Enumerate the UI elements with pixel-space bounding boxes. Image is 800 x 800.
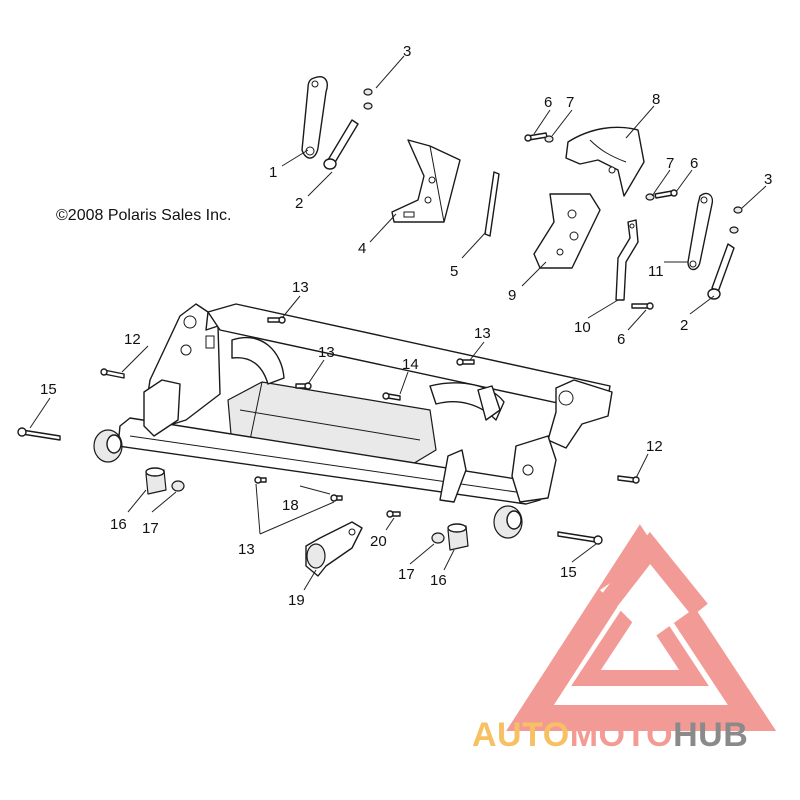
part-2-bolt-right — [707, 243, 735, 300]
callout-17-left: 17 — [142, 520, 159, 537]
watermark-text: AUTOMOTOHUB — [472, 716, 748, 755]
part-2-bolt-left — [323, 119, 359, 170]
watermark-moto: MOTO — [569, 716, 674, 754]
callout-9: 9 — [508, 287, 516, 304]
callout-10: 10 — [574, 319, 591, 336]
callout-15-left: 15 — [40, 381, 57, 398]
part-8-cover — [565, 126, 645, 197]
callout-6-right: 6 — [690, 155, 698, 172]
callout-7-top: 7 — [566, 94, 574, 111]
part-6-bolt-right — [654, 189, 678, 199]
part-11-arm — [687, 192, 714, 271]
callout-labels: 1 2 3 4 5 6 7 8 7 6 3 11 9 10 6 2 13 12 … — [40, 43, 772, 609]
bushing-16-left — [145, 467, 167, 495]
bolt-15-left — [17, 427, 61, 441]
callout-16-right: 16 — [430, 572, 447, 589]
part-6-bolt-upper — [524, 132, 548, 142]
copyright-notice: ©2008 Polaris Sales Inc. — [56, 207, 232, 224]
part-6-bolt-lower — [631, 302, 654, 310]
bolt-14 — [382, 392, 401, 401]
watermark-logo — [506, 524, 777, 731]
part-9-bracket — [533, 193, 601, 269]
leader-lines — [29, 55, 767, 591]
callout-18: 18 — [282, 497, 299, 514]
callout-2: 2 — [295, 195, 303, 212]
callout-13-b: 13 — [318, 344, 335, 361]
part-3-washers-right — [729, 206, 743, 234]
part-19-bracket — [305, 521, 363, 577]
part-5-strap — [484, 171, 500, 237]
callout-5: 5 — [450, 263, 458, 280]
main-frame — [93, 303, 613, 539]
bushing-16-right — [447, 523, 469, 551]
callout-8: 8 — [652, 91, 660, 108]
part-4-bracket — [391, 139, 461, 223]
callout-7-right: 7 — [666, 155, 674, 172]
callout-4: 4 — [358, 240, 366, 257]
callout-6-top: 6 — [544, 94, 552, 111]
callout-11: 11 — [648, 263, 664, 280]
callout-17-right: 17 — [398, 566, 415, 583]
callout-14: 14 — [402, 356, 419, 373]
callout-1: 1 — [269, 164, 277, 181]
callout-2-right: 2 — [680, 317, 688, 334]
callout-20: 20 — [370, 533, 387, 550]
bolt-15-right — [557, 531, 603, 545]
bolt-12-right — [617, 475, 640, 484]
part-10-bracket — [615, 219, 639, 301]
watermark-hub: HUB — [673, 716, 749, 754]
nut-17-right — [431, 532, 445, 544]
part-3-washers-left — [363, 88, 373, 110]
watermark-auto: AUTO — [472, 716, 570, 754]
callout-3-right: 3 — [764, 171, 772, 188]
part-7-washer-upper — [544, 135, 554, 143]
callout-13-a: 13 — [292, 279, 309, 296]
nut-17-left — [171, 480, 185, 492]
callout-3: 3 — [403, 43, 411, 60]
callout-19: 19 — [288, 592, 305, 609]
part-1-arm — [301, 76, 328, 159]
bolt-20 — [386, 510, 401, 518]
callout-13-d: 13 — [238, 541, 255, 558]
callout-12-left: 12 — [124, 331, 141, 348]
bolts-13 — [254, 316, 475, 502]
callout-12-right: 12 — [646, 438, 663, 455]
callout-15-right: 15 — [560, 564, 577, 581]
callout-6-lower: 6 — [617, 331, 625, 348]
bolt-12-left — [100, 368, 125, 379]
callout-16-left: 16 — [110, 516, 127, 533]
callout-13-c: 13 — [474, 325, 491, 342]
